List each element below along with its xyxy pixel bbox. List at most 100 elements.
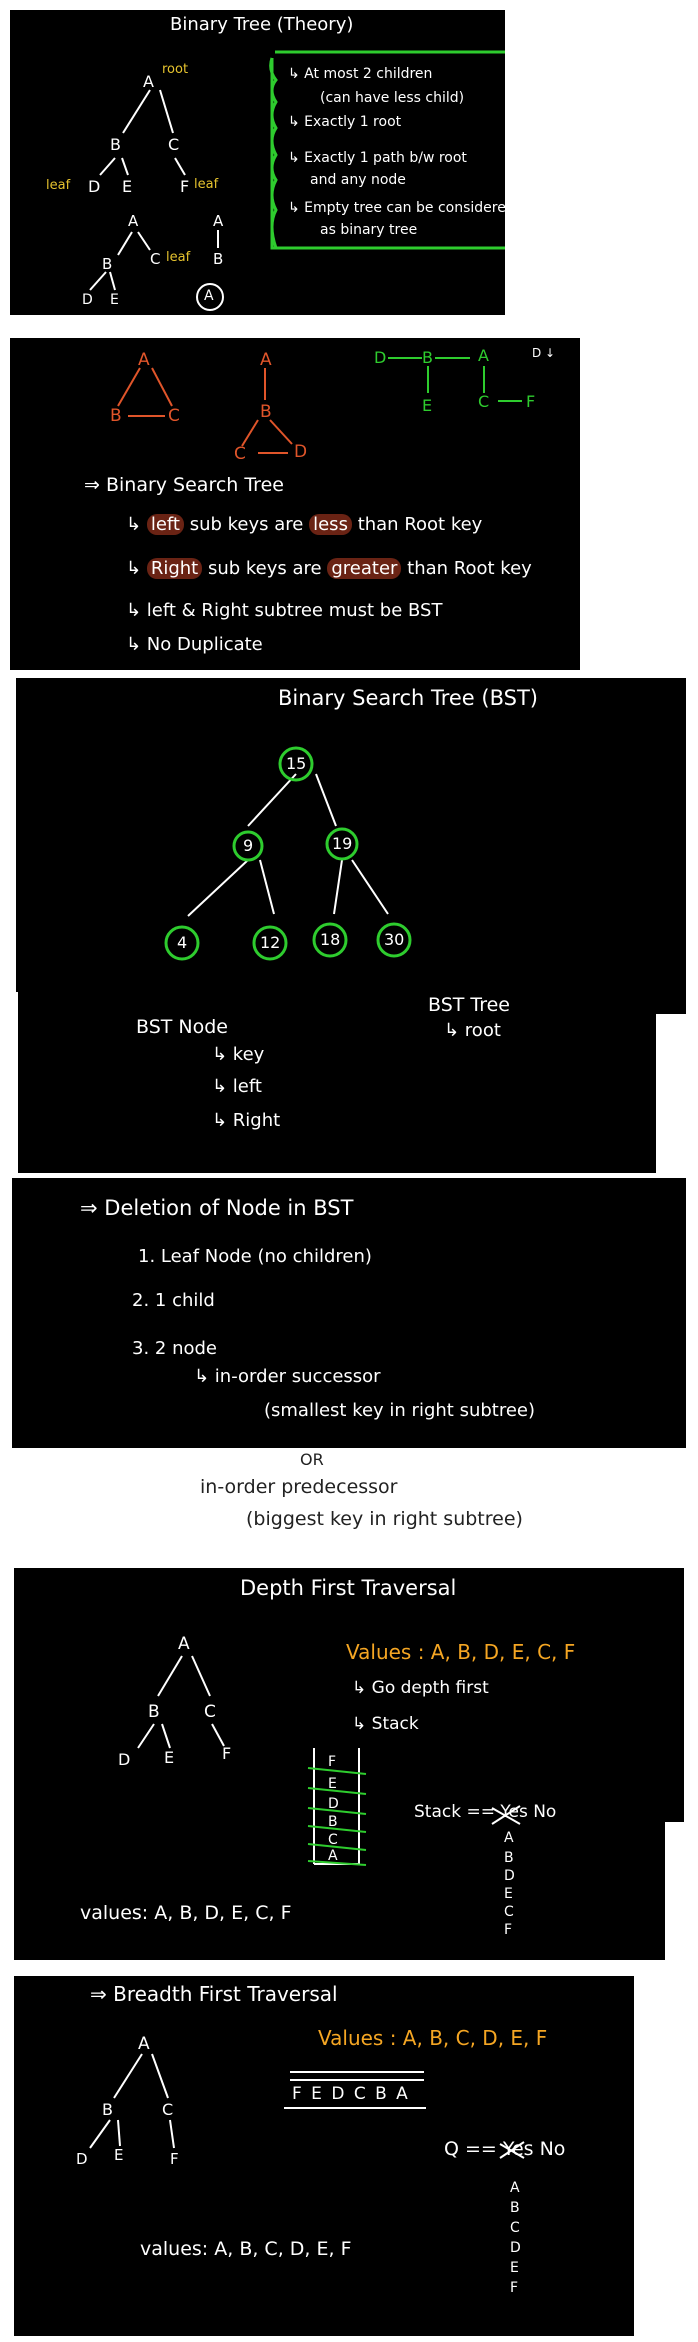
corner-note: D ↓ — [532, 346, 556, 360]
dequeued-f: F — [510, 2280, 519, 2296]
bfs-node-e: E — [114, 2146, 124, 2164]
node-e: E — [122, 177, 133, 196]
dfs-result: values: A, B, D, E, C, F — [80, 1902, 292, 1924]
bst-example-panel: Binary Search Tree (BST) 15 9 19 4 12 18… — [10, 678, 696, 1174]
root-label: root — [162, 62, 189, 77]
dequeued-c: C — [510, 2220, 520, 2236]
cycle-node-b: B — [110, 406, 122, 426]
green-node-c: C — [478, 392, 490, 411]
field-key: ↳ key — [212, 1044, 265, 1065]
node-15: 15 — [286, 754, 307, 773]
highlight-left: left — [146, 514, 184, 535]
dequeued-b: B — [510, 2200, 520, 2216]
bst-rule-left: ↳ left sub keys are less than Root key — [126, 514, 482, 535]
rule-1: ↳ At most 2 children — [288, 66, 433, 82]
dfs-panel: Depth First Traversal A B C D E F Values… — [14, 1568, 684, 1960]
bst-rule-right: ↳ Right sub keys are greater than Root k… — [126, 558, 532, 579]
dfs-stack: ↳ Stack — [352, 1714, 419, 1734]
rule-text-end: than Root key — [357, 514, 483, 535]
predecessor-label: in-order predecessor — [200, 1476, 398, 1498]
tree2-node-e: E — [110, 292, 119, 308]
tree2-node-c: C — [150, 250, 161, 268]
cycle-node-c: C — [168, 406, 180, 426]
rule-2: ↳ Exactly 1 root — [288, 114, 402, 130]
rule-3-note: and any node — [310, 172, 406, 188]
bst-title: ⇒ Binary Search Tree — [84, 474, 284, 496]
highlight-greater: greater — [327, 558, 402, 579]
deletion-title: ⇒ Deletion of Node in BST — [80, 1196, 354, 1220]
bst-diagram — [10, 746, 696, 1174]
bst-tree-label: BST Tree — [428, 994, 510, 1016]
panel-title: Binary Search Tree (BST) — [278, 686, 538, 710]
bfs-node-b: B — [102, 2100, 113, 2119]
tree3-node-b: B — [213, 250, 224, 268]
node-a: A — [143, 72, 154, 91]
bfs-result: values: A, B, C, D, E, F — [140, 2238, 352, 2260]
field-left: ↳ left — [212, 1076, 262, 1097]
queue-empty-check: Q == Yes No — [444, 2138, 566, 2160]
stack-empty-check: Stack == Yes No — [414, 1802, 557, 1822]
node-d: D — [88, 177, 101, 196]
or-label: OR — [300, 1450, 324, 1469]
tree2-leaf-label: leaf — [166, 250, 191, 265]
bfs-panel: ⇒ Breadth First Traversal A B C D E F Va… — [14, 1976, 634, 2336]
rule-1-note: (can have less child) — [320, 90, 465, 106]
bfs-node-f: F — [170, 2150, 179, 2168]
bfs-node-c: C — [162, 2100, 174, 2119]
dfs-node-b: B — [148, 1702, 160, 1722]
circled-a: A — [204, 288, 214, 304]
bfs-values-label: Values : A, B, C, D, E, F — [318, 2026, 548, 2050]
dfs-node-e: E — [164, 1748, 175, 1767]
bfs-queue: F E D C B A — [292, 2084, 410, 2104]
green-node-a: A — [478, 346, 489, 365]
dfs-title: Depth First Traversal — [240, 1576, 457, 1600]
stack-item-f: F — [328, 1754, 337, 1770]
field-root: ↳ root — [444, 1020, 501, 1041]
case-two-nodes: 3. 2 node — [132, 1338, 217, 1359]
bst-node-label: BST Node — [136, 1016, 228, 1038]
field-right: ↳ Right — [212, 1110, 281, 1131]
cycle-node-a: A — [138, 350, 150, 370]
bfs-node-a: A — [138, 2034, 150, 2054]
green-node-f: F — [526, 392, 536, 411]
dequeued-a: A — [510, 2180, 520, 2196]
rule-text-end: than Root key — [407, 558, 532, 579]
rule-4: ↳ Empty tree can be considered — [288, 200, 515, 216]
node-12: 12 — [260, 933, 281, 952]
rule-4-note: as binary tree — [320, 222, 418, 238]
dfs-node-c: C — [204, 1702, 216, 1722]
bfs-diagram — [89, 2053, 525, 2159]
bfs-title: ⇒ Breadth First Traversal — [90, 1982, 338, 2006]
node-18: 18 — [320, 930, 341, 949]
green-node-e: E — [422, 396, 433, 415]
tri-node-b: B — [260, 402, 272, 422]
tri-node-a: A — [260, 350, 272, 370]
popped-b: B — [504, 1850, 514, 1866]
dfs-node-d: D — [118, 1750, 131, 1769]
tree2-node-a: A — [128, 212, 139, 230]
tri-node-d: D — [294, 442, 308, 462]
binary-tree-theory-panel: Binary Tree (Theory) A root B C leaf D E… — [10, 10, 515, 315]
green-node-b: B — [422, 348, 433, 367]
graph-examples — [117, 357, 522, 454]
popped-c: C — [504, 1904, 514, 1920]
tree3-node-a: A — [213, 212, 224, 230]
stack-item-c: C — [328, 1832, 338, 1848]
leaf-label-right: leaf — [194, 177, 219, 192]
highlight-right: Right — [146, 558, 203, 579]
dfs-diagram — [137, 1655, 684, 1960]
highlight-less: less — [309, 514, 352, 535]
case-one-child: 2. 1 child — [132, 1290, 215, 1311]
successor-note: (smallest key in right subtree) — [264, 1400, 536, 1421]
bfs-node-d: D — [76, 2150, 88, 2168]
popped-f: F — [504, 1922, 513, 1938]
dfs-values-label: Values : A, B, D, E, C, F — [346, 1640, 576, 1664]
node-30: 30 — [384, 930, 405, 949]
case-leaf: 1. Leaf Node (no children) — [138, 1246, 372, 1267]
stack-item-b: B — [328, 1814, 338, 1830]
panel-title: Binary Tree (Theory) — [170, 14, 354, 35]
stack-item-d: D — [328, 1796, 339, 1812]
rule-3: ↳ Exactly 1 path b/w root — [288, 150, 467, 166]
leaf-label-left: leaf — [46, 178, 71, 193]
dfs-node-f: F — [222, 1744, 232, 1763]
